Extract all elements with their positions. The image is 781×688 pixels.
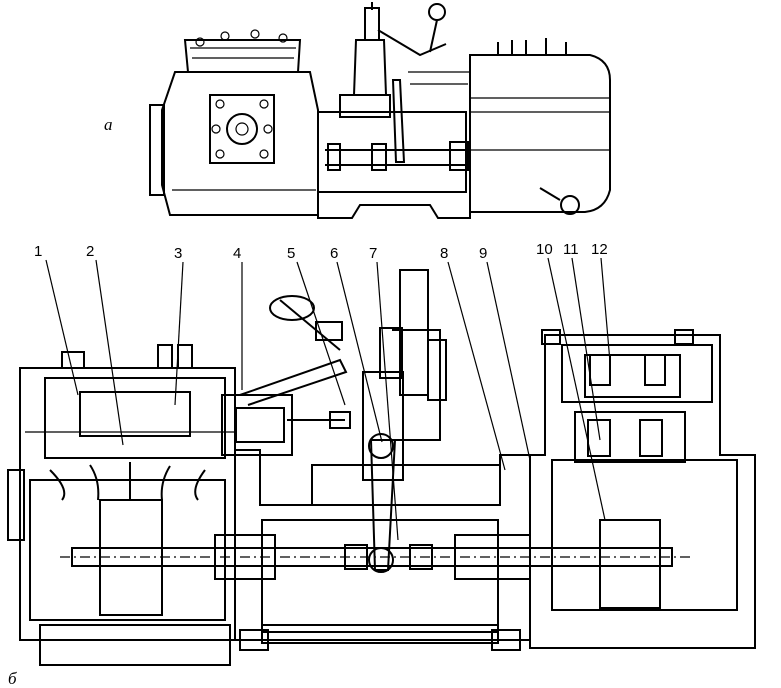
callout-7: 7 [369,245,377,262]
callout-9: 9 [479,245,487,262]
callout-3: 3 [174,245,182,262]
callout-5: 5 [287,245,295,262]
callout-8: 8 [440,245,448,262]
cylinder-cover-a [149,29,319,216]
callout-11: 11 [563,241,579,258]
steam-chest-a [469,38,611,215]
leader-lines [45,257,611,541]
callout-6: 6 [330,245,338,262]
callout-10: 10 [536,241,553,258]
frame-a [317,2,471,219]
pump-cylinder-b [7,344,236,666]
caption-a: a [104,115,113,134]
steam-cylinder-b [529,329,756,649]
callout-2: 2 [86,243,94,260]
caption-b: б [8,669,17,688]
section-view-b: 1 2 3 4 5 6 7 8 9 10 11 12 б [7,241,756,688]
callout-12: 12 [591,241,608,258]
callout-4: 4 [233,245,241,262]
callout-1: 1 [34,243,42,260]
frame-b [221,269,531,651]
external-view-a: a [104,2,611,219]
